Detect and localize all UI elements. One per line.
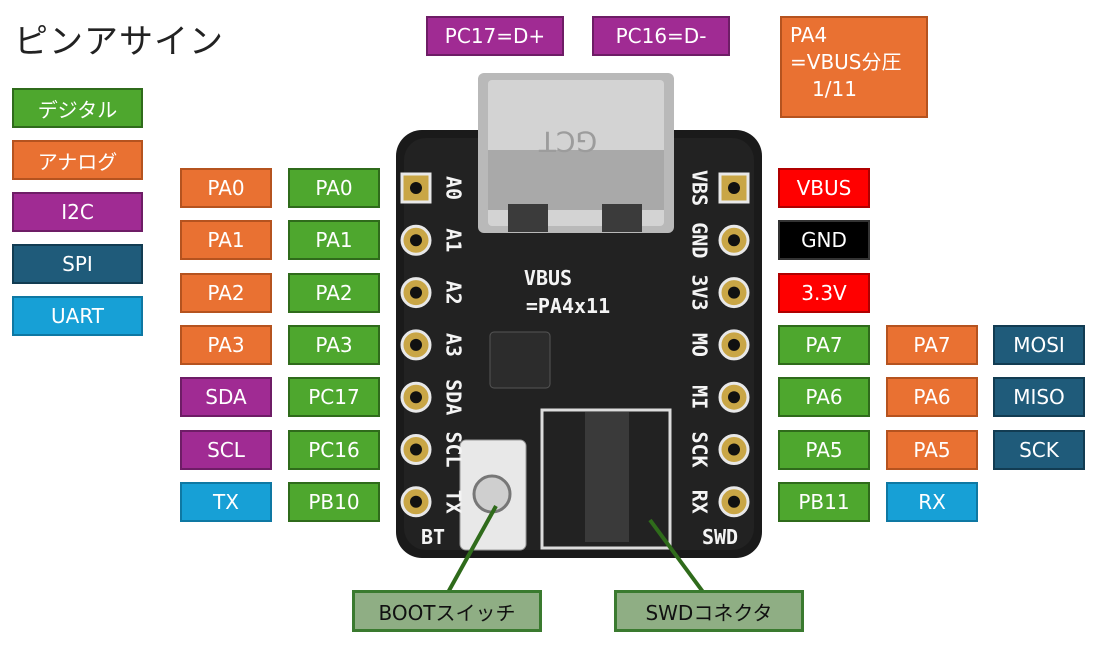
silk-bt: BT [421,525,445,549]
left-pin-0-func: PA0 [180,168,272,208]
silk-pa4x11: =PA4x11 [526,294,610,318]
right-pad-hole-0 [728,182,740,194]
right-pin-4-c: MISO [993,377,1085,417]
left-pad-hole-4 [410,391,422,404]
left-pin-6-func: TX [180,482,272,522]
left-pin-5-digital: PC16 [288,430,380,470]
right-pin-3-c: MOSI [993,325,1085,365]
right-pin-6-a: PB11 [778,482,870,522]
right-pin-4-a: PA6 [778,377,870,417]
left-silk-4: SDA [442,379,466,415]
left-pin-3-digital: PA3 [288,325,380,365]
swd-leader-line [648,518,708,598]
left-pad-hole-3 [410,338,422,351]
left-pin-3-func: PA3 [180,325,272,365]
right-pin-0-a: VBUS [778,168,870,208]
left-pad-hole-0 [410,182,422,194]
left-pin-1-digital: PA1 [288,220,380,260]
left-pin-4-digital: PC17 [288,377,380,417]
right-pin-6-b: RX [886,482,978,522]
right-silk-2: 3V3 [688,275,712,311]
left-pad-hole-5 [410,443,422,456]
silk-vbus: VBUS [524,266,572,290]
left-silk-0: A0 [442,176,466,200]
silk-swd: SWD [702,525,738,549]
left-pin-0-digital: PA0 [288,168,380,208]
usb-dminus-label: PC16=D- [592,16,730,56]
right-pin-5-c: SCK [993,430,1085,470]
boot-switch-button [472,474,512,514]
legend-analog: アナログ [12,140,143,180]
legend-spi: SPI [12,244,143,284]
right-silk-0: VBS [688,170,712,206]
left-silk-2: A2 [442,281,466,305]
swd-connector-callout: SWDコネクタ [614,590,804,632]
right-pin-2-a: 3.3V [778,273,870,313]
boot-leader-line [444,505,498,597]
right-pad-hole-2 [728,286,740,299]
usb-dplus-label: PC17=D+ [426,16,564,56]
left-silk-3: A3 [442,333,466,357]
page-title: ピンアサイン [14,22,224,62]
usb-c-tab-left [508,204,548,232]
vbus-note-line1: PA4 [790,23,828,47]
left-pin-6-digital: PB10 [288,482,380,522]
right-silk-5: SCK [688,431,712,467]
right-pin-5-a: PA5 [778,430,870,470]
swd-connector [585,412,629,542]
right-pad-hole-6 [728,495,740,508]
left-pin-2-digital: PA2 [288,273,380,313]
left-silk-5: SCL [442,431,466,467]
right-silk-6: RX [688,490,712,514]
left-pin-5-func: SCL [180,430,272,470]
right-pin-4-b: PA6 [886,377,978,417]
right-pin-3-b: PA7 [886,325,978,365]
right-pad-hole-1 [728,234,740,247]
right-silk-1: GND [688,222,712,258]
left-pad-hole-1 [410,234,422,247]
right-pad-hole-5 [728,443,740,456]
vbus-note-line2: =VBUS分圧 [790,50,902,74]
usb-c-lower [488,150,664,210]
swd-outline [540,408,672,550]
left-pad-hole-2 [410,286,422,299]
vbus-divider-note: PA4 =VBUS分圧 1/11 [780,16,928,118]
mcu-chip [489,331,551,389]
right-silk-4: MI [688,385,712,409]
left-pin-1-func: PA1 [180,220,272,260]
left-pin-2-func: PA2 [180,273,272,313]
legend-digital: デジタル [12,88,143,128]
right-pad-hole-4 [728,391,740,404]
left-pin-4-func: SDA [180,377,272,417]
left-pad-hole-6 [410,495,422,508]
right-pin-3-a: PA7 [778,325,870,365]
right-silk-3: MO [688,333,712,357]
usb-mark: GCT [538,125,597,158]
usb-c-tab-right [602,204,642,232]
right-pad-hole-3 [728,338,740,351]
left-silk-1: A1 [442,228,466,252]
right-pin-1-a: GND [778,220,870,260]
legend-i2c: I2C [12,192,143,232]
left-silk-6: TX [442,490,466,514]
boot-switch-callout: BOOTスイッチ [352,590,542,632]
right-pin-5-b: PA5 [886,430,978,470]
legend-uart: UART [12,296,143,336]
vbus-note-line3: 1/11 [812,77,857,101]
